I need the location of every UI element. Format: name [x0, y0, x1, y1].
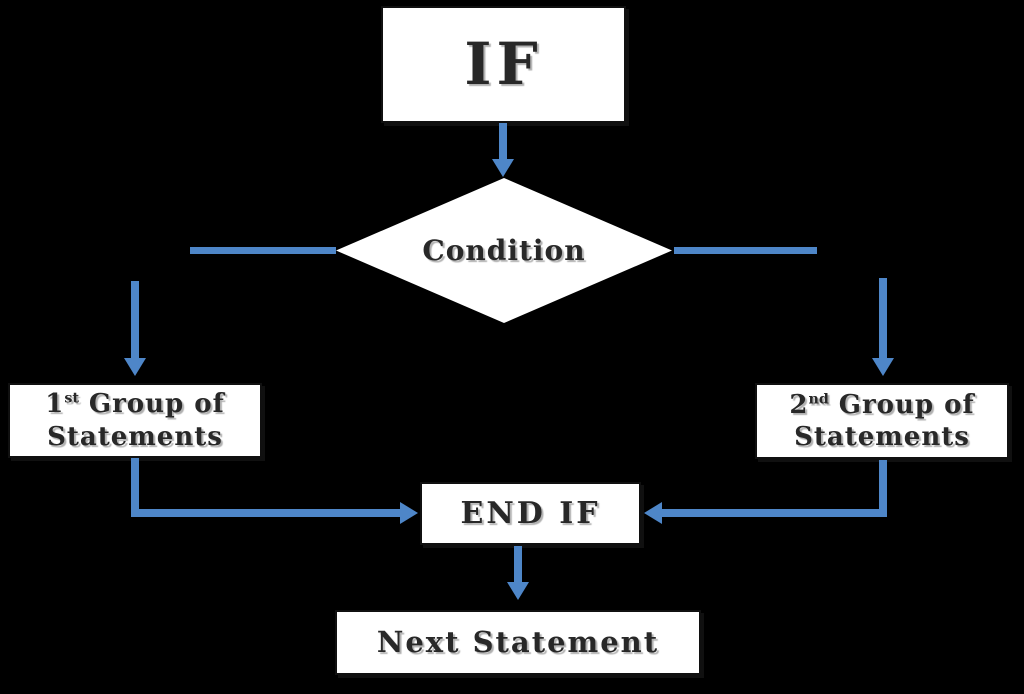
condition-label: Condition — [422, 234, 586, 267]
group1-to-endif-vertical — [131, 458, 139, 516]
group1-ordinal: st — [64, 390, 79, 407]
arrow-to-group2-shaft — [879, 278, 887, 359]
left-branch-line — [190, 247, 336, 254]
endif-node: END IF — [420, 482, 641, 545]
group1-line2: Statements — [47, 421, 223, 452]
endif-label: END IF — [460, 495, 601, 531]
next-statement-node: Next Statement — [335, 610, 701, 675]
right-branch-line — [674, 247, 817, 254]
arrow-to-group1-shaft — [131, 281, 139, 359]
endif-to-next-head — [507, 582, 529, 600]
arrow-if-to-condition-shaft — [499, 123, 507, 161]
group2-to-endif-horizontal — [662, 509, 887, 517]
next-statement-label: Next Statement — [376, 625, 660, 660]
group1-to-endif-horizontal — [131, 509, 401, 517]
endif-to-next-shaft — [514, 546, 522, 583]
arrow-if-to-condition-head — [492, 159, 514, 177]
condition-node: Condition — [336, 178, 672, 323]
group2-to-endif-head — [644, 502, 662, 524]
group1-to-endif-head — [400, 502, 418, 524]
group2-line2: Statements — [794, 422, 970, 452]
if-node: IF — [381, 6, 626, 123]
arrow-to-group2-head — [872, 358, 894, 376]
if-label: IF — [464, 30, 543, 99]
group2-ordinal: nd — [808, 390, 829, 407]
group2-to-endif-vertical — [879, 460, 887, 516]
arrow-to-group1-head — [124, 358, 146, 376]
